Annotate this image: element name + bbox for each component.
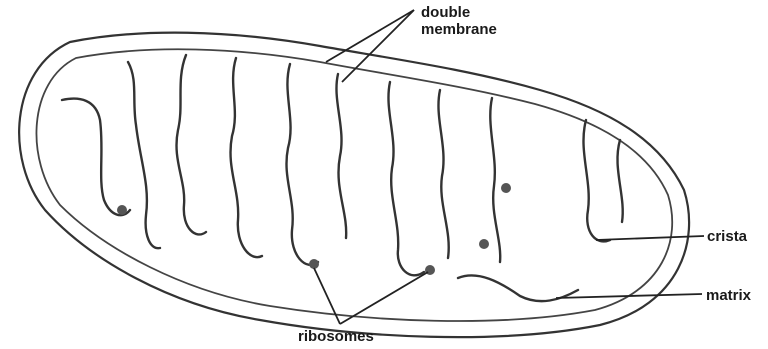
crista-fold-6 xyxy=(336,74,346,238)
ribosome-leader-a xyxy=(314,268,340,324)
crista-fold-5 xyxy=(286,64,318,265)
crista-fold-10 xyxy=(583,120,610,241)
crista-fold-2 xyxy=(128,62,160,248)
crista-fold-11 xyxy=(617,140,622,222)
double-membrane-label-line2: membrane xyxy=(421,21,497,38)
crista-fold-4 xyxy=(230,58,262,257)
ribosome-dot-2 xyxy=(309,259,319,269)
double-membrane-label-line1: double xyxy=(421,4,497,21)
crista-fold-9 xyxy=(490,98,500,262)
crista-fold-8 xyxy=(438,90,448,258)
inner-membrane xyxy=(36,49,672,321)
leader-lines xyxy=(314,10,704,324)
ribosome-dots xyxy=(117,183,511,275)
crista-label: crista xyxy=(707,228,747,245)
double-membrane-label: double membrane xyxy=(421,4,497,38)
crista-fold-1 xyxy=(62,99,130,216)
crista-fold-7 xyxy=(388,82,424,275)
ribosome-dot-5 xyxy=(501,183,511,193)
matrix-label: matrix xyxy=(706,287,751,304)
ribosomes-label: ribosomes xyxy=(298,328,374,345)
matrix-leader xyxy=(556,294,702,298)
ribosome-dot-1 xyxy=(117,205,127,215)
ribosome-leader-b xyxy=(340,272,428,324)
crista-fold-3 xyxy=(176,55,206,234)
ribosome-dot-4 xyxy=(479,239,489,249)
